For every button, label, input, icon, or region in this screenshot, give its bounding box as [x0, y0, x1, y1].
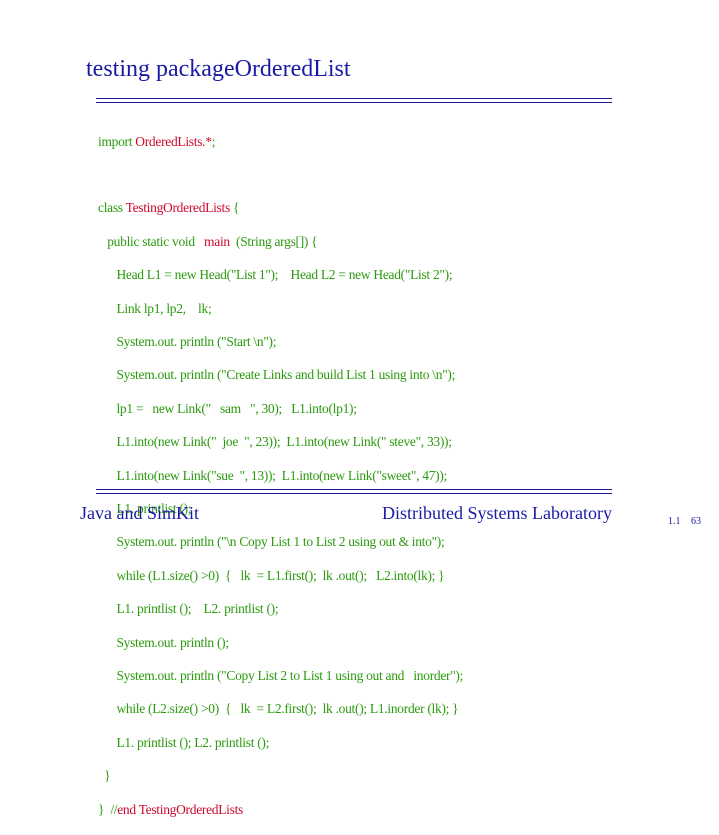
- code-keyword: TestingOrderedLists: [125, 200, 231, 216]
- code-line-20: }: [98, 768, 111, 784]
- slide-title-part1: testing package: [86, 56, 235, 82]
- code-line-6: Link lp1, lp2, lk;: [98, 300, 212, 316]
- footer-section-number: 1.1: [668, 516, 681, 527]
- footer-course: Java and SimKit: [80, 503, 199, 523]
- code-keyword: OrderedLists.*: [135, 133, 212, 149]
- code-line-3: class TestingOrderedLists {: [98, 200, 463, 217]
- code-line-8: System.out. println ("Create Links and b…: [98, 367, 456, 383]
- footer-lab: Distributed Systems Laboratory: [382, 503, 612, 523]
- code-line-7: System.out. println ("Start \n");: [98, 334, 277, 350]
- code-line-16: System.out. println ();: [98, 634, 229, 650]
- slide-title: testing packageOrderedList: [86, 56, 351, 83]
- code-line-17: System.out. println ("Copy List 2 to Lis…: [98, 667, 464, 683]
- code-line-5: Head L1 = new Head("List 1"); Head L2 = …: [98, 267, 453, 283]
- footer-page-number: 63: [691, 516, 701, 527]
- code-token: (String args[]) {: [229, 233, 318, 249]
- top-rule: [96, 98, 612, 103]
- bottom-rule: [96, 489, 612, 494]
- code-line-12: L1. printlist ();: [98, 501, 192, 516]
- code-token: } //: [98, 801, 118, 817]
- code-line-10: L1.into(new Link(" joe ", 23)); L1.into(…: [98, 434, 452, 450]
- code-token: {: [229, 200, 240, 216]
- code-line-2: [98, 167, 463, 184]
- code-line-9: lp1 = new Link(" sam ", 30); L1.into(lp1…: [98, 400, 357, 416]
- code-line-1: import OrderedLists.*;: [98, 134, 463, 151]
- code-block: import OrderedLists.*; class TestingOrde…: [98, 117, 463, 835]
- code-line-15: L1. printlist (); L2. printlist ();: [98, 601, 279, 617]
- code-line-11: L1.into(new Link("sue ", 13)); L1.into(n…: [98, 467, 447, 483]
- code-token: public static void: [98, 233, 205, 249]
- code-line-14: while (L1.size() >0) { lk = L1.first(); …: [98, 567, 445, 583]
- code-line-18: while (L2.size() >0) { lk = L2.first(); …: [98, 701, 459, 717]
- code-line-13: System.out. println ("\n Copy List 1 to …: [98, 534, 445, 550]
- code-line-4: public static void main (String args[]) …: [98, 234, 463, 251]
- code-line-19: L1. printlist (); L2. printlist ();: [98, 734, 270, 750]
- code-keyword: end TestingOrderedLists: [117, 801, 243, 817]
- code-keyword: main: [204, 233, 230, 249]
- code-token: class: [98, 200, 126, 216]
- code-line-21: } //end TestingOrderedLists: [98, 802, 463, 819]
- code-token: ;: [211, 133, 216, 149]
- slide-title-part2: OrderedList: [234, 56, 351, 82]
- code-token: import: [98, 133, 136, 149]
